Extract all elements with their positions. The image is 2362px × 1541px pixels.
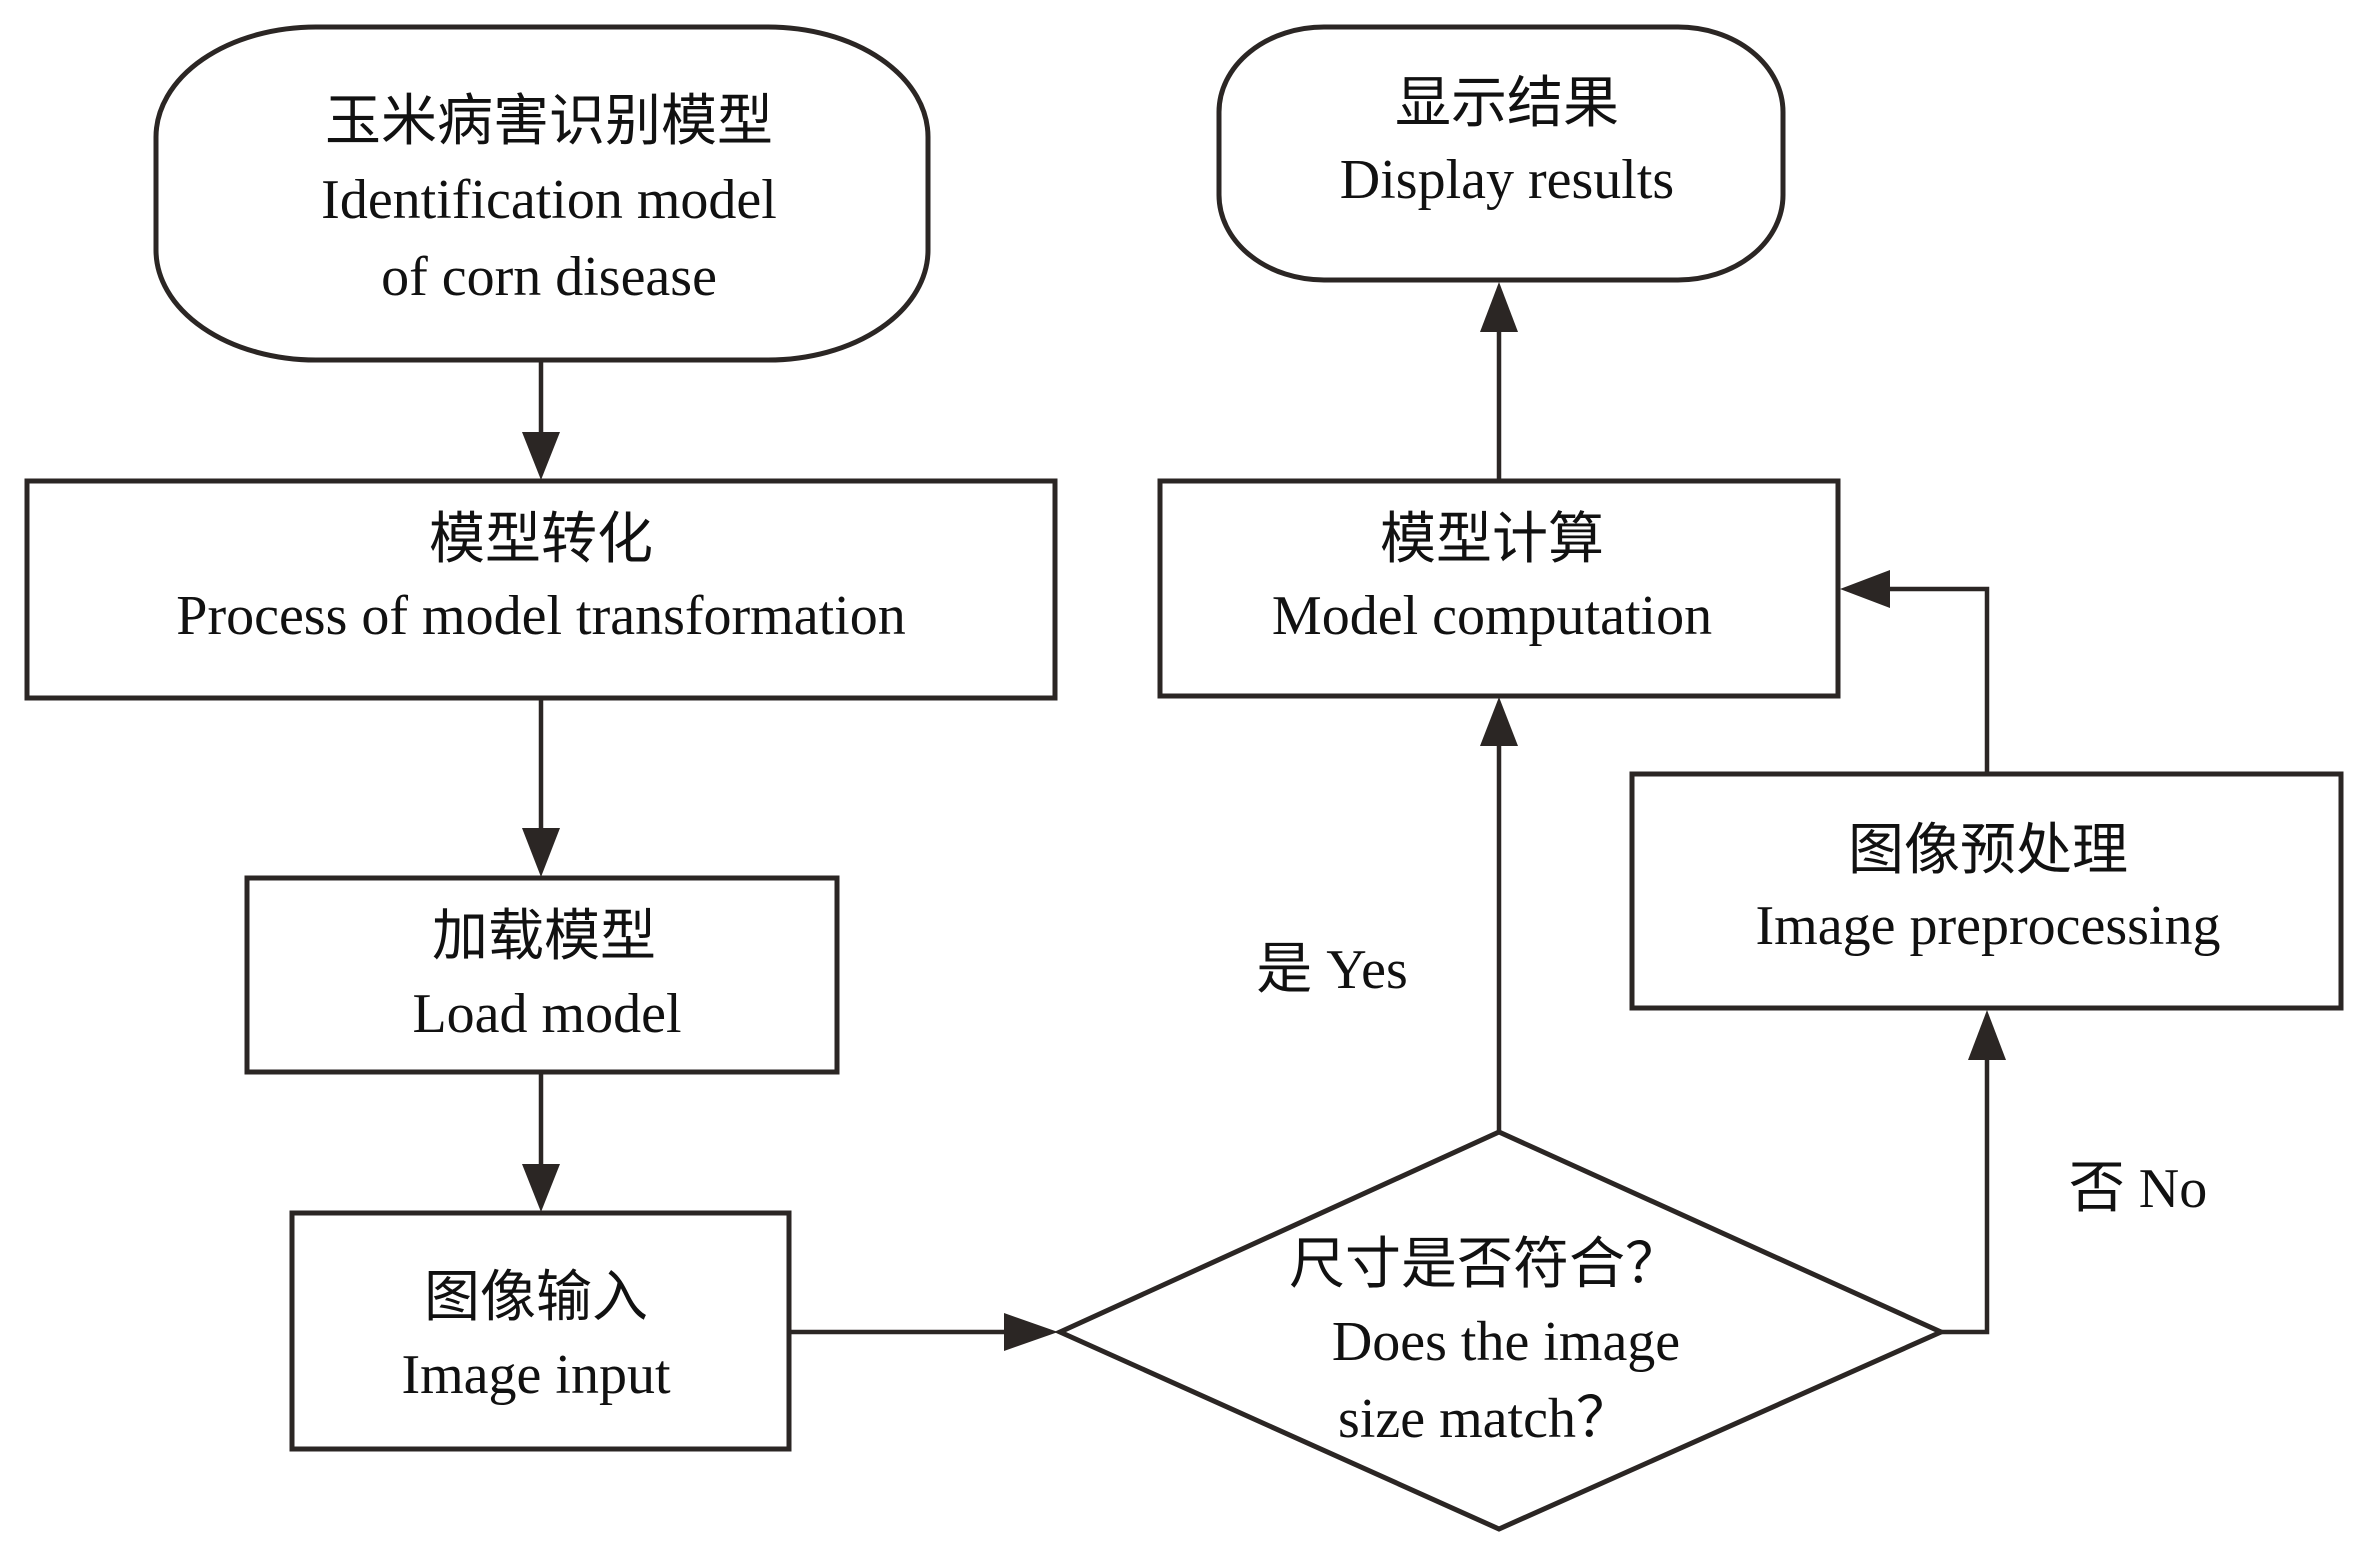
connectors	[522, 282, 2006, 1351]
arrow-head-icon	[522, 1164, 560, 1212]
node-decision-zh: 尺寸是否符合？	[1289, 1234, 1681, 1296]
node-compute: 模型计算 Model computation	[1157, 478, 1841, 699]
node-input: 图像输入 Image input	[289, 1210, 792, 1452]
node-input-en: Image input	[401, 1344, 670, 1406]
arrow-head-icon	[522, 432, 560, 480]
arrow-head-icon	[1480, 282, 1518, 332]
node-decision-en-2: size match？	[1338, 1388, 1632, 1450]
node-load-en: Load model	[412, 983, 681, 1045]
node-load: 加载模型 Load model	[244, 875, 840, 1075]
node-preprocess-zh: 图像预处理	[1848, 820, 2128, 882]
node-load-zh: 加载模型	[432, 906, 656, 968]
terminal-shape	[1216, 24, 1786, 283]
node-transform-zh: 模型转化	[429, 509, 653, 571]
edge-preprocess-to-compute	[1880, 586, 1990, 774]
node-end-zh: 显示结果	[1395, 73, 1619, 135]
edge-label-no: 否 No	[2069, 1158, 2207, 1220]
node-preprocess: 图像预处理 Image preprocessing	[1629, 771, 2344, 1011]
node-transform-en: Process of model transformation	[176, 585, 905, 647]
process-shape	[1629, 771, 2344, 1011]
node-transform: 模型转化 Process of model transformation	[24, 478, 1058, 701]
node-decision-en-1: Does the image	[1332, 1311, 1680, 1373]
edge-label-yes: 是 Yes	[1256, 939, 1407, 1001]
process-shape	[244, 875, 840, 1075]
node-start-en-2: of corn disease	[381, 246, 717, 308]
process-shape	[1157, 478, 1841, 699]
node-compute-en: Model computation	[1272, 585, 1712, 647]
arrow-head-icon	[1840, 570, 1890, 608]
node-decision: 尺寸是否符合？ Does the image size match？	[1053, 1129, 1948, 1532]
process-shape	[289, 1210, 792, 1452]
node-input-zh: 图像输入	[424, 1267, 648, 1329]
node-end: 显示结果 Display results	[1216, 24, 1786, 283]
terminal-shape	[153, 24, 931, 363]
arrow-head-icon	[1968, 1010, 2006, 1060]
node-compute-zh: 模型计算	[1380, 509, 1604, 571]
node-start-en-1: Identification model	[321, 169, 777, 231]
arrow-head-icon	[1480, 697, 1518, 746]
arrow-head-icon	[1004, 1313, 1058, 1351]
node-start-zh: 玉米病害识别模型	[325, 91, 773, 153]
process-shape	[24, 478, 1058, 701]
edge-decision-to-preprocess	[1941, 1050, 1990, 1335]
arrow-head-icon	[522, 828, 560, 877]
node-start: 玉米病害识别模型 Identification model of corn di…	[153, 24, 931, 363]
node-end-en: Display results	[1340, 149, 1674, 211]
decision-shape	[1053, 1129, 1948, 1532]
node-preprocess-en: Image preprocessing	[1756, 895, 2221, 957]
